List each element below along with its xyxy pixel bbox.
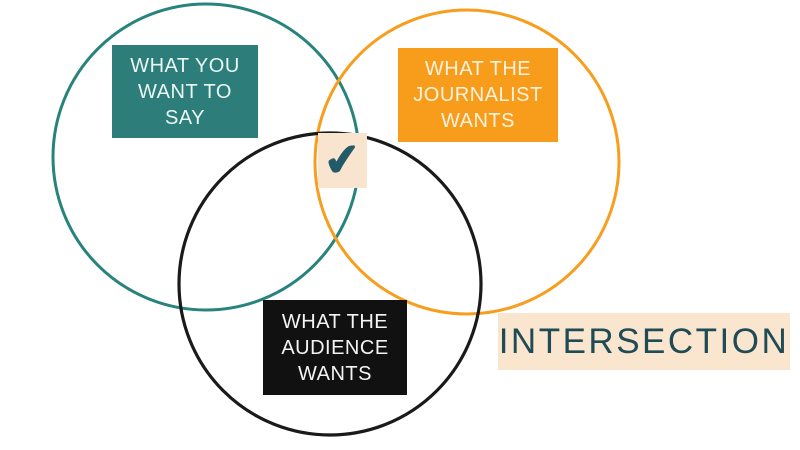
label-line: WHAT THE	[281, 310, 389, 333]
label-line: WHAT THE	[424, 58, 532, 80]
check-icon: ✔	[321, 133, 364, 187]
label-line: WANTS	[298, 362, 372, 385]
label-line: WANTS	[441, 110, 515, 132]
label-what-the-journalist-wants: WHAT THE JOURNALIST WANTS	[398, 48, 558, 142]
label-line: WHAT YOU	[130, 54, 240, 77]
label-line: SAY	[164, 106, 206, 129]
intersection-label: INTERSECTION	[498, 313, 790, 370]
label-what-the-audience-wants: WHAT THE AUDIENCE WANTS	[263, 300, 407, 395]
center-intersection-tile: ✔	[318, 133, 367, 188]
label-line: JOURNALIST	[413, 84, 543, 106]
circle-what-the-journalist-wants	[313, 8, 621, 316]
label-line: AUDIENCE	[281, 336, 389, 359]
label-what-you-want-to-say: WHAT YOU WANT TO SAY	[112, 45, 258, 138]
intersection-label-text: INTERSECTION	[498, 321, 790, 361]
label-line: WANT TO	[138, 80, 232, 103]
